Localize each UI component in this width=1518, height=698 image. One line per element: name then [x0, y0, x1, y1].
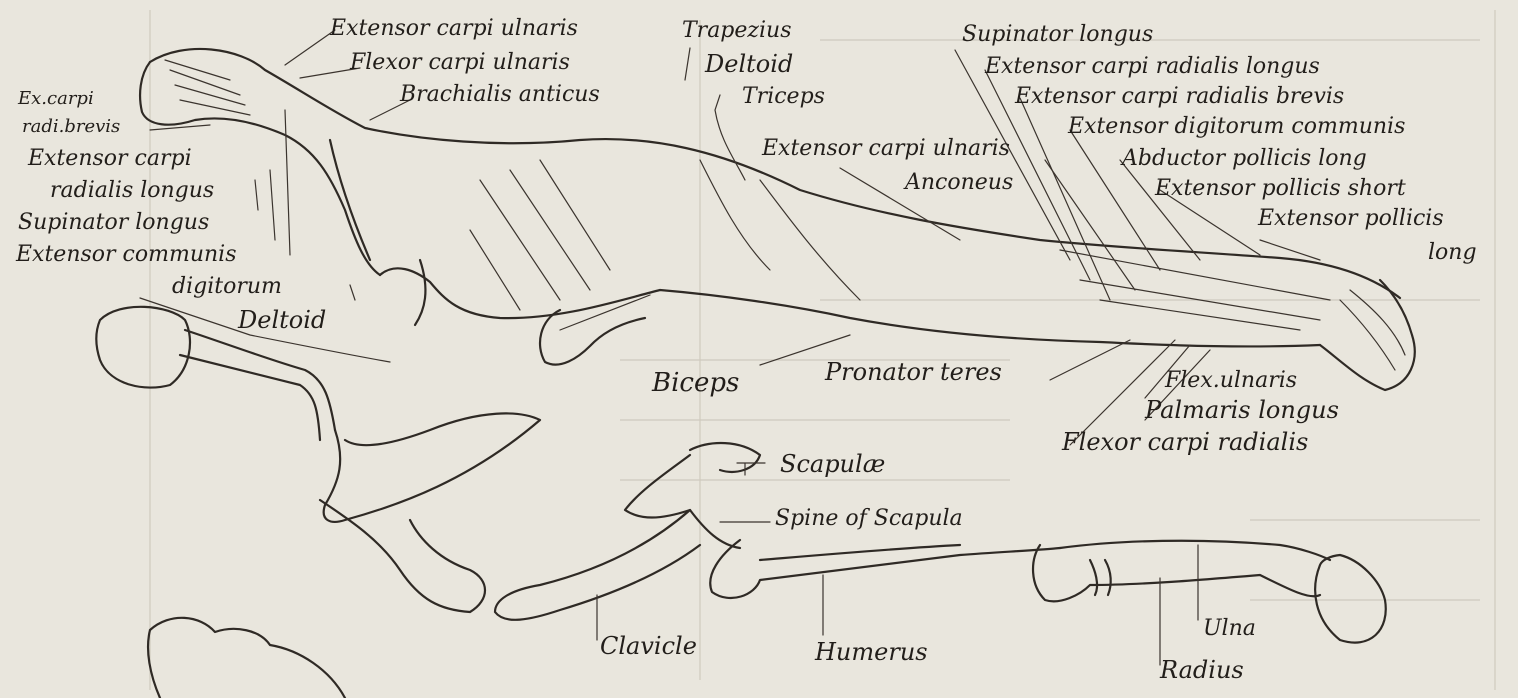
label-extensor-carpi-radialis-longus: Extensor carpi radialis longus: [985, 56, 1320, 78]
label-ex-carpi: Ex.carpi: [18, 90, 94, 108]
label-long: long: [1428, 242, 1477, 264]
label-supinator-longus-left: Supinator longus: [18, 212, 209, 234]
label-clavicle: Clavicle: [600, 634, 697, 658]
label-extensor-digitorum-communis: Extensor digitorum communis: [1068, 116, 1405, 138]
label-palmaris-longus: Palmaris longus: [1145, 398, 1339, 422]
label-deltoid-top: Deltoid: [705, 52, 793, 76]
label-pronator-teres: Pronator teres: [825, 360, 1002, 384]
label-extensor-carpi-left: Extensor carpi: [28, 148, 192, 170]
label-abductor-pollicis-long: Abductor pollicis long: [1122, 148, 1367, 170]
label-deltoid-left: Deltoid: [238, 308, 326, 332]
label-brachialis-anticus: Brachialis anticus: [400, 84, 600, 106]
label-extensor-carpi-ulnaris-mid: Extensor carpi ulnaris: [762, 138, 1010, 160]
label-triceps: Triceps: [742, 86, 825, 108]
label-flex-ulnaris: Flex.ulnaris: [1165, 370, 1297, 392]
label-extensor-carpi-radialis-brevis: Extensor carpi radialis brevis: [1015, 86, 1344, 108]
skeleton-arm: [96, 307, 1386, 698]
label-radialis-longus-left: radialis longus: [50, 180, 214, 202]
label-anconeus: Anconeus: [905, 172, 1013, 194]
label-extensor-pollicis-short: Extensor pollicis short: [1155, 178, 1406, 200]
label-ulna: Ulna: [1203, 618, 1256, 640]
label-scapulae: Scapulæ: [780, 452, 885, 476]
label-extensor-pollicis: Extensor pollicis: [1258, 208, 1444, 230]
label-trapezius: Trapezius: [682, 20, 792, 42]
label-extensor-communis: Extensor communis: [16, 244, 237, 266]
label-supinator-longus-right: Supinator longus: [962, 24, 1153, 46]
label-digitorum: digitorum: [172, 276, 282, 298]
label-spine-of-scapula: Spine of Scapula: [775, 508, 963, 530]
label-flexor-carpi-ulnaris-top: Flexor carpi ulnaris: [350, 52, 570, 74]
label-flexor-carpi-radialis: Flexor carpi radialis: [1062, 430, 1308, 454]
label-extensor-carpi-ulnaris-top: Extensor carpi ulnaris: [330, 18, 578, 40]
label-humerus: Humerus: [815, 640, 928, 664]
label-biceps: Biceps: [652, 370, 739, 396]
label-radius: Radius: [1160, 658, 1244, 682]
label-radi-brevis: radi.brevis: [22, 118, 120, 136]
